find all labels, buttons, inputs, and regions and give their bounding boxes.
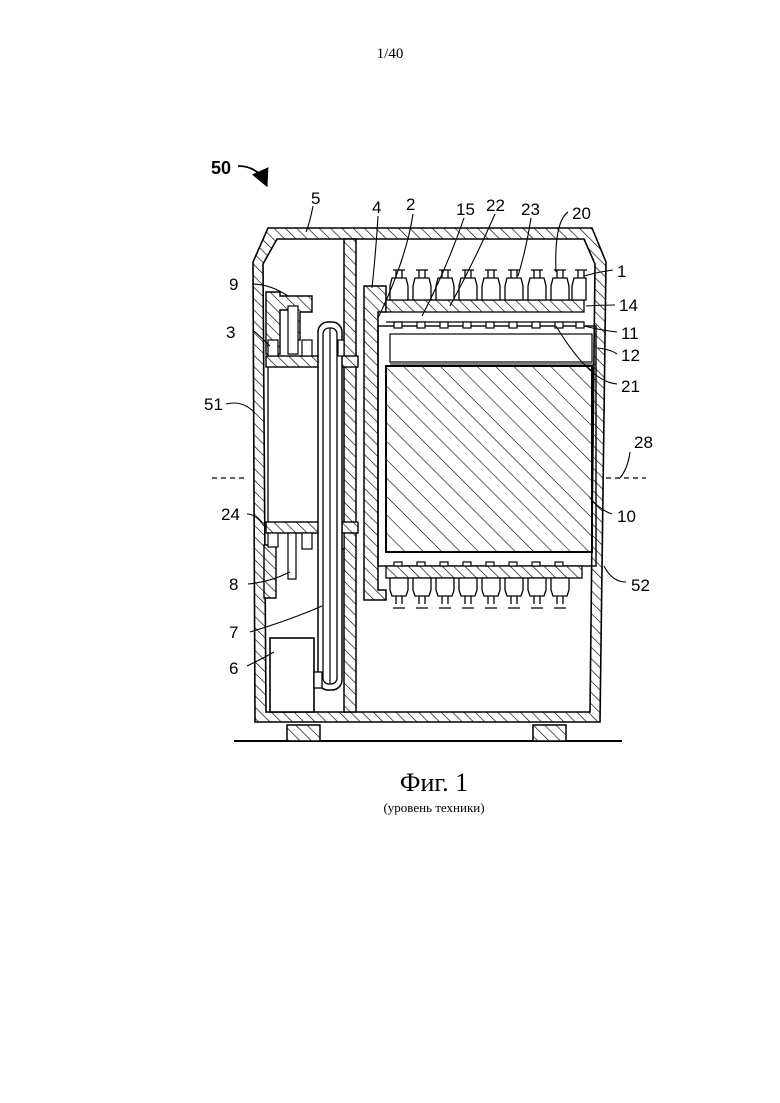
label-9: 9 xyxy=(229,275,238,294)
carrier-4 xyxy=(364,286,386,600)
label-5: 5 xyxy=(311,189,320,208)
label-50: 50 xyxy=(211,158,231,178)
plate-14 xyxy=(386,300,584,312)
label-52: 52 xyxy=(631,576,650,595)
label-2: 2 xyxy=(406,195,415,214)
figure-subcaption: (уровень техники) xyxy=(0,800,780,816)
foot-right xyxy=(533,725,566,741)
label-6: 6 xyxy=(229,659,238,678)
label-11: 11 xyxy=(621,324,639,343)
bottom-plate xyxy=(386,566,582,578)
figure-caption: Фиг. 1 xyxy=(0,768,780,798)
label-28: 28 xyxy=(634,433,653,452)
label-3: 3 xyxy=(226,323,235,342)
load-10 xyxy=(386,366,592,552)
label-51: 51 xyxy=(204,395,223,414)
label-20: 20 xyxy=(572,204,591,223)
label-21: 21 xyxy=(621,377,640,396)
frame-12-inner xyxy=(390,334,592,362)
top-ampoule-row xyxy=(390,270,587,300)
label-4: 4 xyxy=(372,198,381,217)
label-12: 12 xyxy=(621,346,640,365)
arrow-50 xyxy=(238,166,266,184)
label-8: 8 xyxy=(229,575,238,594)
label-15: 15 xyxy=(456,200,475,219)
top-stems-row xyxy=(394,322,584,328)
bottom-ampoule-row xyxy=(390,578,569,608)
label-22: 22 xyxy=(486,196,505,215)
foot-left xyxy=(287,725,320,741)
label-23: 23 xyxy=(521,200,540,219)
drum-top-flange-24 xyxy=(266,356,358,367)
label-1: 1 xyxy=(617,262,626,281)
label-7: 7 xyxy=(229,623,238,642)
partition-wall xyxy=(344,239,356,712)
label-14: 14 xyxy=(619,296,638,315)
label-10: 10 xyxy=(617,507,636,526)
label-24: 24 xyxy=(221,505,240,524)
motor-6 xyxy=(270,638,314,712)
bracket-8 xyxy=(264,545,276,598)
drum-bottom-flange xyxy=(266,522,358,533)
